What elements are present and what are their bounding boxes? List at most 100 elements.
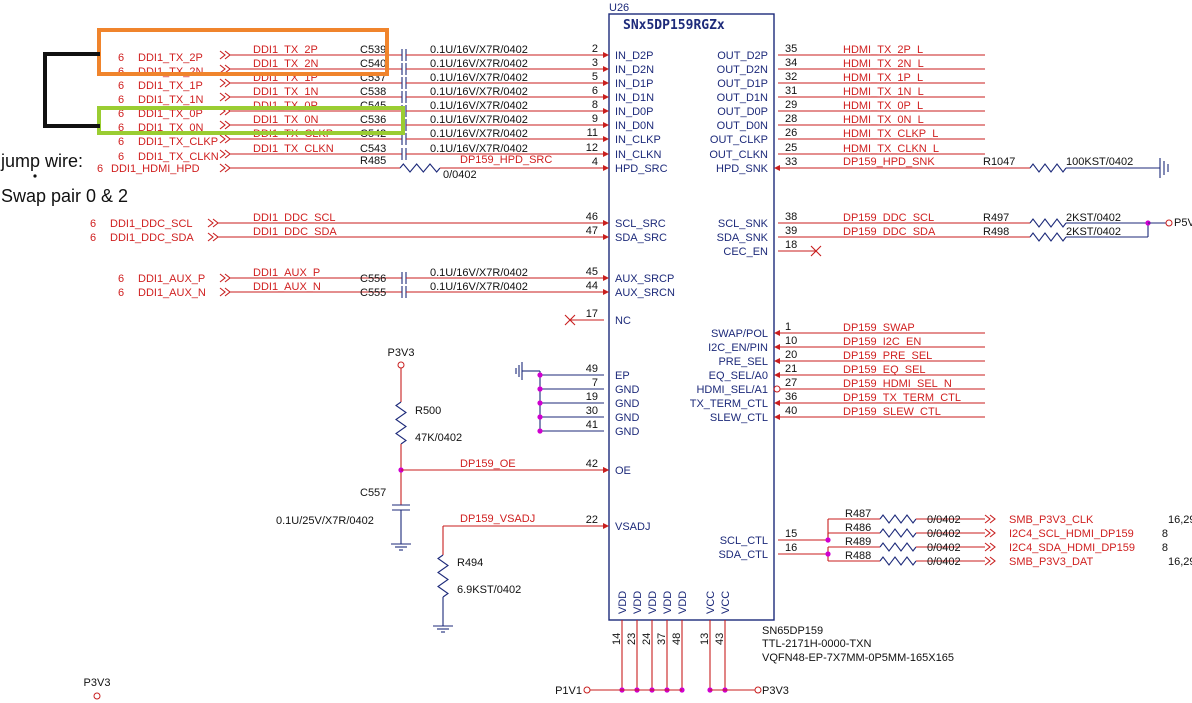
right-pin-40-name: SLEW_CTL: [710, 412, 768, 424]
left-pin-11-num: 11: [587, 127, 598, 139]
in-net-2-port: DDI1_TX_1P: [138, 80, 203, 92]
in-net-5-val: 0.1U/16V/X7R/0402: [430, 114, 528, 126]
highlight-pair0-box: [97, 106, 405, 135]
right-pin-36-name: TX_TERM_CTL: [690, 398, 768, 410]
out-net-7-name: HDMI_TX_CLKN_L: [843, 143, 939, 155]
left-pin-46-arrow: [603, 220, 609, 226]
left-pin-5-name: IN_D1P: [615, 78, 654, 90]
hpd-sheet: 6: [97, 163, 103, 175]
left-pin-22-name: VSADJ: [615, 521, 650, 533]
right-pin-29-name: OUT_D0P: [717, 106, 768, 118]
oe-res-val: 47K/0402: [415, 432, 462, 444]
left-pin-11-arrow: [603, 136, 609, 142]
in-net-6-sheet: 6: [118, 136, 124, 148]
nc-x-mark: [564, 314, 576, 326]
ddc-snk-1-res: R498: [983, 226, 1009, 238]
p3v3-bottom-label: P3V3: [762, 685, 789, 697]
smb-0-val: 0/0402: [927, 514, 961, 526]
right-pin-35-name: OUT_D2P: [717, 50, 768, 62]
left-pin-45-num: 45: [586, 266, 598, 278]
in-net-5-cap: C536: [360, 114, 386, 126]
hpd-snk-arrow: [774, 165, 780, 171]
right-pin-16-num: 16: [785, 542, 797, 554]
right-pin-34-num: 34: [785, 57, 797, 69]
in-net-4-port: DDI1_TX_0P: [138, 108, 203, 120]
smb-3-resistor: [879, 556, 917, 566]
right-pin-40-num: 40: [785, 405, 797, 417]
aux-1-sheet: 6: [118, 287, 124, 299]
smb-3-val: 0/0402: [927, 556, 961, 568]
ctl-net-3-name: DP159_EQ_SEL: [843, 364, 926, 376]
ctl-net-4-name: DP159_HDMI_SEL_N: [843, 378, 952, 390]
right-pin-1-num: 1: [785, 321, 791, 333]
left-pin-47-name: SDA_SRC: [615, 232, 667, 244]
left-pin-11-name: IN_CLKP: [615, 134, 661, 146]
left-pin-6-name: IN_D1N: [615, 92, 654, 104]
cec-x-mark: [810, 245, 822, 257]
in-net-0-name: DDI1_TX_2P: [253, 44, 318, 56]
aux-1-cap: C555: [360, 287, 386, 299]
right-pin-36-arrow: [774, 400, 780, 406]
right-pin-1-arrow: [774, 330, 780, 336]
ddc-1-sheet: 6: [90, 232, 96, 244]
right-pin-27-name: HDMI_SEL/A1: [696, 384, 768, 396]
vsadj-resistor: [437, 554, 449, 598]
right-pin-16-name: SDA_CTL: [718, 549, 768, 561]
out-net-4-name: HDMI_TX_0P_L: [843, 100, 923, 112]
left-pin-42-name: OE: [615, 465, 631, 477]
in-net-3-port: DDI1_TX_1N: [138, 94, 203, 106]
hpd-res: R485: [360, 155, 386, 167]
left-pin-19-num: 19: [586, 391, 598, 403]
hpd-snk-resistor: [1029, 163, 1067, 173]
oe-rail-label: P3V3: [388, 347, 415, 359]
left-pin-47-num: 47: [586, 225, 598, 237]
hpd-snk-net: DP159_HPD_SNK: [843, 156, 935, 168]
right-pin-21-arrow: [774, 372, 780, 378]
annotation-line1: jump wire:: [0, 151, 83, 171]
in-net-2-sheet: 6: [118, 80, 124, 92]
in-net-4-sheet: 6: [118, 108, 124, 120]
ddc-0-port: DDI1_DDC_SCL: [110, 218, 193, 230]
chip-body: [608, 13, 775, 621]
left-pin-46-name: SCL_SRC: [615, 218, 666, 230]
in-net-5-name: DDI1_TX_0N: [253, 114, 318, 126]
chip-package: VQFN48-EP-7X7MM-0P5MM-165X165: [762, 652, 954, 664]
aux-0-sheet: 6: [118, 273, 124, 285]
chip-part: SN65DP159: [762, 625, 823, 637]
left-pin-44-arrow: [603, 289, 609, 295]
bottom-pin-24-num: 24: [641, 633, 653, 645]
left-pin-5-arrow: [603, 80, 609, 86]
hpd-snk-res: R1047: [983, 156, 1015, 168]
ctl-net-2-name: DP159_PRE_SEL: [843, 350, 932, 362]
right-pin-18-name: CEC_EN: [723, 246, 768, 258]
oe-arrow: [603, 467, 609, 473]
right-pin-34-name: OUT_D2N: [717, 64, 768, 76]
left-pin-19-name: GND: [615, 398, 640, 410]
in-net-7-sheet: 6: [118, 151, 124, 163]
ddc-1-connector: [207, 232, 219, 242]
ddc-1-name: DDI1_DDC_SDA: [253, 226, 337, 238]
vsadj-val: 6.9KST/0402: [457, 584, 521, 596]
bottom-pin-14-num: 14: [611, 633, 623, 645]
in-net-2-connector: [219, 78, 231, 88]
ddc-snk-1-resistor: [1029, 232, 1067, 242]
left-pin-4-num: 4: [592, 156, 598, 168]
hpd-val: 0/0402: [443, 169, 477, 181]
left-pin-6-num: 6: [592, 85, 598, 97]
in-net-3-cap: C538: [360, 86, 386, 98]
bottom-pin-23-name: VDD: [632, 591, 644, 614]
smb-3-port: SMB_P3V3_DAT: [1009, 556, 1093, 568]
in-net-4-val: 0.1U/16V/X7R/0402: [430, 100, 528, 112]
ddc-snk-0-resistor: [1029, 218, 1067, 228]
right-pin-15-num: 15: [785, 528, 797, 540]
smb-2-val: 0/0402: [927, 542, 961, 554]
left-pin-5-num: 5: [592, 71, 598, 83]
chip-pn: TTL-2171H-0000-TXN: [762, 638, 871, 650]
right-pin-28-name: OUT_D0N: [717, 120, 768, 132]
smb-3-res: R488: [845, 550, 871, 562]
ddc-snk-1-net: DP159_DDC_SDA: [843, 226, 936, 238]
gnd-dot-4: [537, 428, 543, 434]
in-net-1-val: 0.1U/16V/X7R/0402: [430, 58, 528, 70]
in-net-2-val: 0.1U/16V/X7R/0402: [430, 72, 528, 84]
left-pin-3-name: IN_D2N: [615, 64, 654, 76]
